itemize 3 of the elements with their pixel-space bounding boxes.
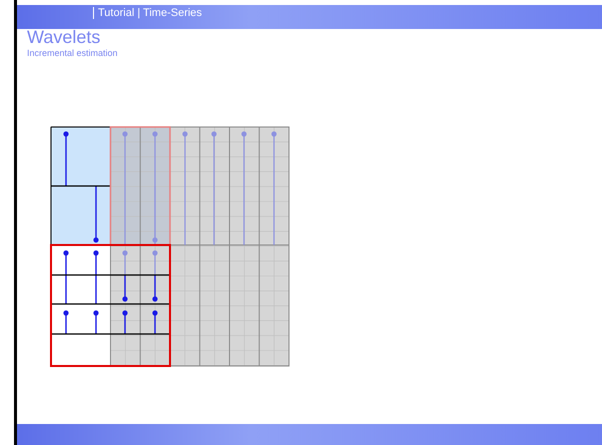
slide-title: Wavelets <box>27 27 100 47</box>
slide-subtitle: Incremental estimation <box>27 48 118 58</box>
header-text: Tutorial | Time-Series <box>93 7 202 19</box>
